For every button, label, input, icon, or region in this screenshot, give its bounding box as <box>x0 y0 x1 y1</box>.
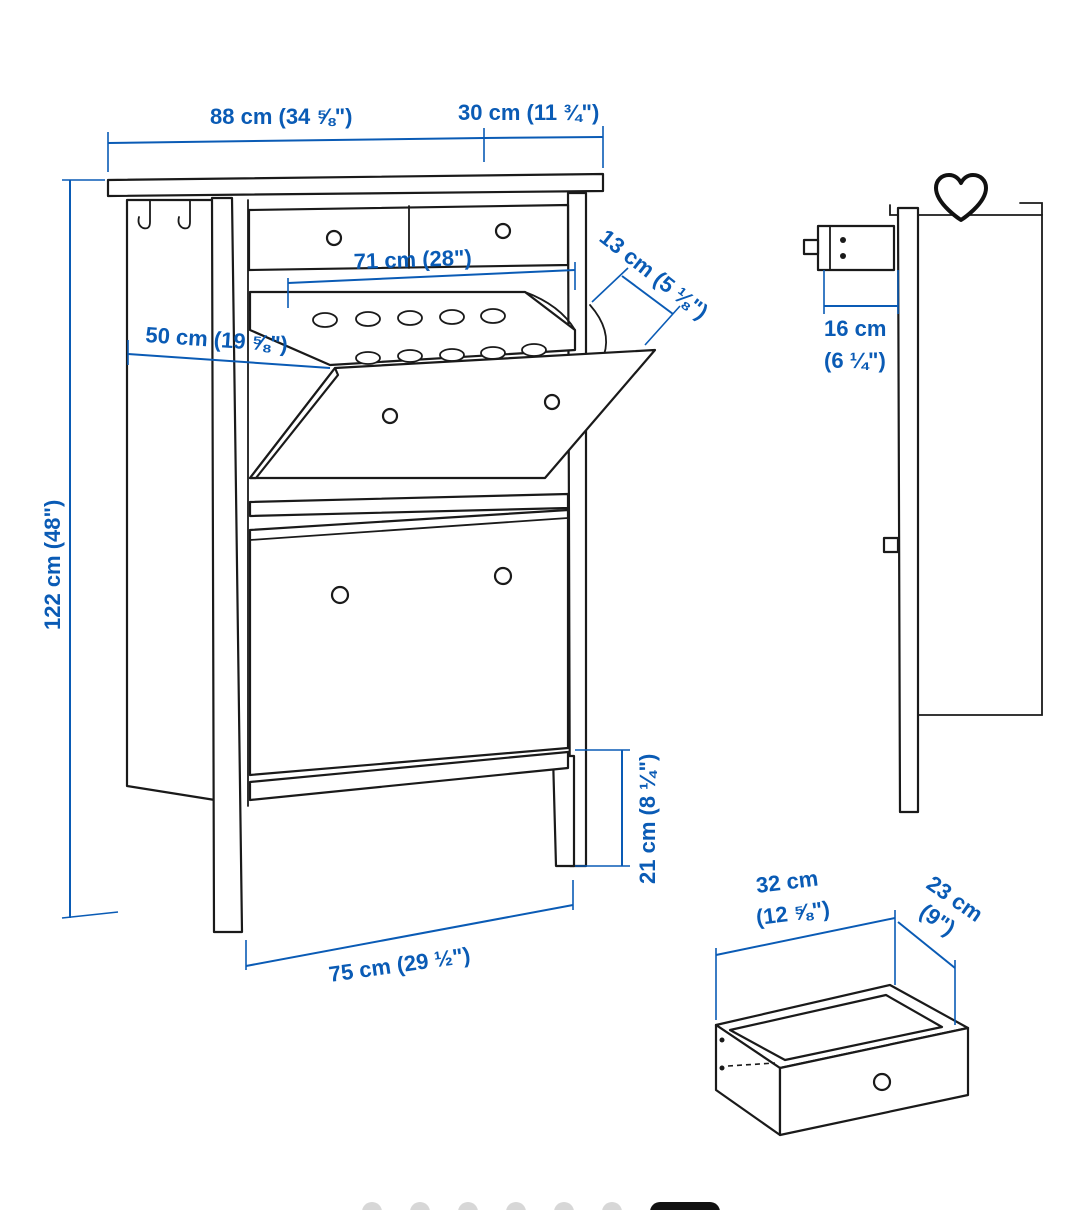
inner-width-label: 71 cm (28") <box>353 245 472 274</box>
carousel-dot[interactable] <box>602 1202 622 1215</box>
carousel-dot[interactable] <box>554 1202 574 1215</box>
leg-height-label: 21 cm (8 ¼") <box>635 754 660 884</box>
carousel-dot[interactable] <box>458 1202 478 1215</box>
width-label: 88 cm (34 ⅝") <box>210 104 353 129</box>
height-label: 122 cm (48") <box>40 500 65 630</box>
carousel-dot-active[interactable] <box>650 1202 720 1215</box>
depth-label: 30 cm (11 ¾") <box>458 100 599 125</box>
shoe-cabinet-drawing <box>106 172 657 934</box>
side-view-drawing <box>802 202 1043 814</box>
carousel-indicators[interactable] <box>362 1202 720 1215</box>
drawer-depth-label-2: (6 ¼") <box>824 348 886 373</box>
leg-span-label: 75 cm (29 ½") <box>327 942 472 987</box>
drawer-width-label-1: 32 cm <box>755 866 820 898</box>
drawer-drawing <box>714 983 970 1137</box>
favorite-button[interactable] <box>930 170 992 226</box>
heart-outline-icon <box>934 173 988 222</box>
drawer-depth-label-1: 16 cm <box>824 316 886 341</box>
carousel-dot[interactable] <box>506 1202 526 1215</box>
door-depth-label: 13 cm (5 ⅛") <box>595 224 713 324</box>
carousel-dot[interactable] <box>410 1202 430 1215</box>
drawer-width-label-2: (12 ⅝") <box>755 896 832 930</box>
carousel-dot[interactable] <box>362 1202 382 1215</box>
dimension-lines <box>61 126 956 1025</box>
